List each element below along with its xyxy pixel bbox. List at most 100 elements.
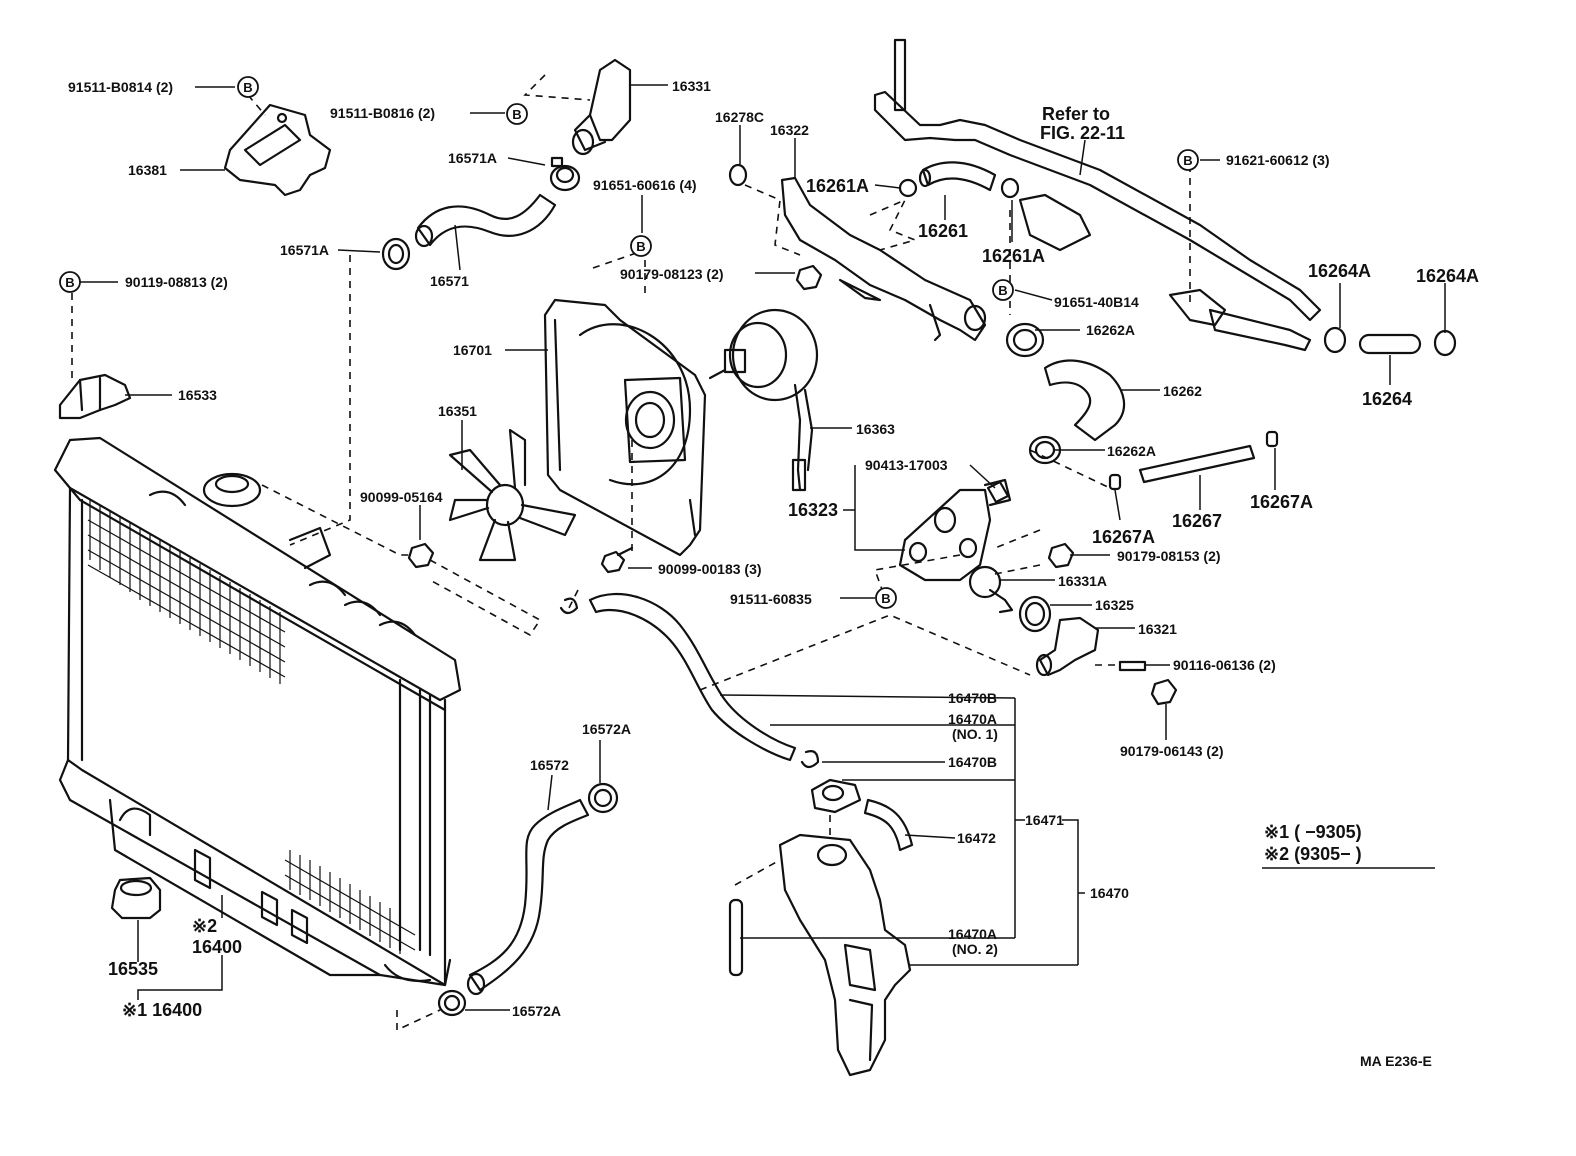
hose-16262: [1043, 359, 1126, 442]
label-90179-08123: 90179-08123 (2): [620, 266, 724, 282]
water-outlet-16331: [571, 58, 632, 156]
label-91651-40b14: 91651-40B14: [1054, 294, 1139, 310]
hose-clamp-16261a-2: [1000, 177, 1020, 199]
svg-text:B: B: [65, 275, 74, 290]
label-16262: 16262: [1163, 383, 1202, 399]
fan-shroud-16701: [543, 298, 707, 557]
hose-16267: [1138, 444, 1256, 484]
hose-clamp-16470b-1: [559, 597, 579, 615]
label-16322: 16322: [770, 122, 809, 138]
hose-clamp-16264a-1: [1323, 326, 1347, 354]
reservoir-cap: [810, 778, 862, 814]
label-16267: 16267: [1172, 511, 1222, 531]
thermostat-16331a: [968, 565, 1014, 614]
label-16535: 16535: [108, 959, 158, 979]
nut-90099-05164: [407, 542, 435, 569]
label-16278c: 16278C: [715, 109, 764, 125]
label-16331a: 16331A: [1058, 573, 1107, 589]
label-star1-16400: ※1 16400: [122, 1000, 202, 1020]
label-16572a-top: 16572A: [582, 721, 631, 737]
label-16381: 16381: [128, 162, 167, 178]
label-16572: 16572: [530, 757, 569, 773]
nut-90179-06143: [1150, 678, 1178, 706]
label-16321: 16321: [1138, 621, 1177, 637]
hose-clamp-16267a-2: [1265, 430, 1279, 448]
label-16533: 16533: [178, 387, 217, 403]
label-91511-60835: 91511-60835: [730, 591, 812, 607]
label-91511-b0816: 91511-B0816 (2): [330, 105, 435, 121]
bolt-marker-b-5: B: [992, 279, 1014, 301]
label-91511-b0814: 91511-B0814 (2): [68, 79, 173, 95]
hose-clamp-16572a-bot: [437, 989, 467, 1017]
label-16400: 16400: [192, 937, 242, 957]
label-90413-17003: 90413-17003: [865, 457, 948, 473]
label-16262a-top: 16262A: [1086, 322, 1135, 338]
label-90179-08153: 90179-08153 (2): [1117, 548, 1221, 564]
svg-text:B: B: [512, 107, 521, 122]
leader-lines: [80, 84, 1446, 1011]
bypass-pipe: [873, 38, 1322, 352]
label-16351: 16351: [438, 403, 477, 419]
bolt-marker-b-3: B: [59, 271, 81, 293]
bolt-marker-b-2: B: [506, 103, 528, 125]
hose-clamp-16572a-top: [587, 782, 619, 814]
label-refer-to: Refer to: [1042, 104, 1110, 124]
svg-text:B: B: [636, 239, 645, 254]
radiator-cap-16535: [110, 876, 162, 920]
label-16261a-bottom: 16261A: [982, 246, 1045, 266]
assembly-guide-lines: [71, 74, 1191, 1032]
svg-text:B: B: [243, 80, 252, 95]
fan-16351: [448, 428, 577, 562]
label-16701: 16701: [453, 342, 492, 358]
water-inlet-16321: [1035, 616, 1100, 677]
label-16572a-bottom: 16572A: [512, 1003, 561, 1019]
radiator-core-fins: [87, 500, 416, 954]
label-star2: ※2: [192, 916, 217, 936]
reservoir-tank-16470: [778, 833, 912, 1077]
label-16267a-2: 16267A: [1250, 492, 1313, 512]
label-16471: 16471: [1025, 812, 1064, 828]
hose-clamp-16264a-2: [1433, 329, 1457, 357]
label-16363: 16363: [856, 421, 895, 437]
label-16264a-1: 16264A: [1308, 261, 1371, 281]
label-16331: 16331: [672, 78, 711, 94]
fitting-90413-17003: [986, 480, 1010, 504]
label-16571a-top: 16571A: [448, 150, 497, 166]
lower-hose-16572: [466, 798, 590, 996]
label-90099-05164: 90099-05164: [360, 489, 443, 505]
gasket-16278c: [728, 163, 748, 187]
hose-clamp-16571a-top: [549, 156, 581, 192]
note-star1-range: ※1 ( −9305): [1264, 822, 1362, 842]
label-16325: 16325: [1095, 597, 1134, 613]
diagram-code: MA E236-E: [1360, 1053, 1432, 1069]
label-16571a-left: 16571A: [280, 242, 329, 258]
label-no1: (NO. 1): [952, 726, 998, 742]
bracket-16381: [223, 103, 332, 197]
label-16323: 16323: [788, 500, 838, 520]
fan-motor-16363: [708, 308, 819, 492]
hose-16472: [863, 798, 914, 852]
label-16261: 16261: [918, 221, 968, 241]
bracket-16533: [58, 373, 132, 420]
svg-text:B: B: [881, 591, 890, 606]
label-16472: 16472: [957, 830, 996, 846]
svg-text:B: B: [998, 283, 1007, 298]
label-16470a-no1: 16470A: [948, 711, 997, 727]
reservoir-hose-16470a-no1: [588, 592, 797, 762]
label-16264: 16264: [1362, 389, 1412, 409]
label-fig-22-11: FIG. 22-11: [1040, 123, 1125, 143]
stud-90116: [1118, 660, 1147, 672]
label-16264a-2: 16264A: [1416, 266, 1479, 286]
nut-90179-08123: [795, 264, 823, 291]
bolt-90099-00183: [600, 546, 634, 574]
label-no2: (NO. 2): [952, 941, 998, 957]
nut-90179-08153: [1047, 542, 1075, 569]
water-inlet-housing-16323: [898, 478, 1012, 582]
hose-clamp-16571a-left: [381, 237, 411, 271]
part-number-labels: 91511-B0814 (2) 16381 91511-B0816 (2) 16…: [68, 78, 1479, 1069]
bolt-marker-b-7: B: [875, 587, 897, 609]
radiator-16400: [53, 436, 462, 987]
label-16267a-1: 16267A: [1092, 527, 1155, 547]
hose-clamp-16261a-1: [898, 178, 918, 198]
label-16470b-1: 16470B: [948, 690, 997, 706]
